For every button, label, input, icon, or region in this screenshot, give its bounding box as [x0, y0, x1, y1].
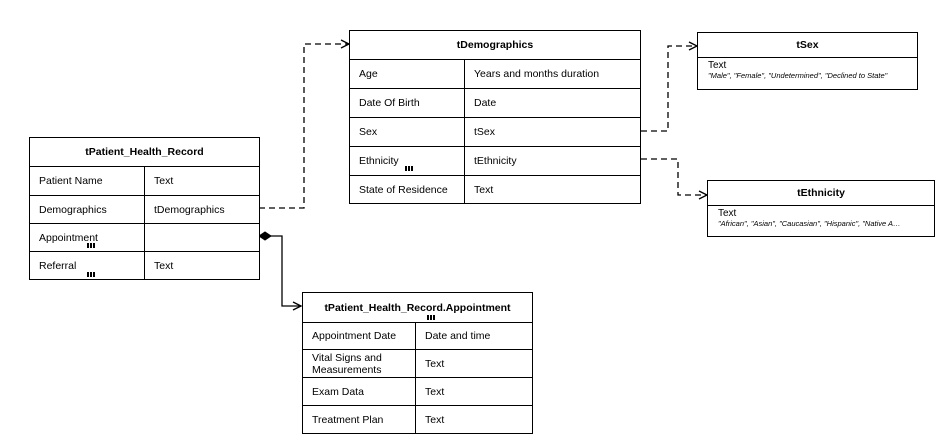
tethnicity-base-type: Text: [718, 208, 737, 219]
tsex-type-box: tSex Text "Male", "Female", "Undetermine…: [697, 32, 918, 90]
tsex-allowed-values: "Male", "Female", "Undetermined", "Decli…: [708, 71, 888, 80]
table-row: Appointment Date Date and time: [303, 323, 532, 350]
field-name: Sex: [350, 118, 465, 146]
field-name-wrap: Referral: [30, 252, 145, 280]
table-row: Treatment Plan Text: [303, 406, 532, 434]
multiplicity-icon: [427, 315, 435, 320]
table-row: Date Of Birth Date: [350, 89, 640, 118]
appointment-title-wrap: tPatient_Health_Record.Appointment: [303, 293, 532, 323]
link-demographics-to-tdemographics: [259, 44, 349, 209]
table-row: Vital Signs and Measurements Text: [303, 350, 532, 378]
tethnicity-title: tEthnicity: [708, 181, 934, 206]
link-sex-to-tsex: [641, 46, 697, 132]
table-row: Age Years and months duration: [350, 60, 640, 89]
field-type: Date and time: [425, 330, 491, 342]
composition-diamond-icon: [258, 231, 272, 241]
field-type: Text: [425, 357, 445, 370]
field-name: Referral: [39, 260, 77, 272]
field-type: Text: [425, 385, 445, 398]
patient-health-record-title: tPatient_Health_Record: [30, 138, 259, 167]
table-row: Sex tSex: [350, 118, 640, 147]
field-type: [145, 224, 154, 251]
multiplicity-icon: [87, 243, 95, 248]
field-type: Date: [474, 97, 497, 109]
table-row: Ethnicity tEthnicity: [350, 147, 640, 176]
table-row: Appointment: [30, 224, 259, 252]
field-name: Date Of Birth: [350, 89, 465, 117]
link-appointment-composition: [270, 235, 301, 306]
field-name: Appointment Date: [303, 323, 416, 349]
multiplicity-icon: [405, 166, 413, 171]
table-row: Exam Data Text: [303, 378, 532, 406]
field-type: Text: [154, 175, 174, 187]
tsex-base-type: Text: [708, 60, 727, 71]
field-name: State of Residence: [350, 176, 465, 204]
link-ethnicity-to-tethnicity: [641, 158, 707, 195]
field-type: Years and months duration: [474, 68, 600, 80]
field-name: Exam Data: [303, 378, 416, 405]
field-name: Appointment: [39, 231, 98, 244]
appointment-title: tPatient_Health_Record.Appointment: [324, 301, 511, 314]
demographics-table: tDemographics Age Years and months durat…: [349, 30, 641, 204]
field-name: Patient Name: [30, 167, 145, 195]
demographics-title: tDemographics: [350, 31, 640, 60]
field-name: Vital Signs and Measurements: [303, 350, 416, 377]
table-row: State of Residence Text: [350, 176, 640, 204]
field-name-wrap: Appointment: [30, 224, 145, 251]
field-type: Text: [154, 260, 174, 272]
field-type: tEthnicity: [474, 155, 517, 167]
table-row: Referral Text: [30, 252, 259, 280]
field-type: tDemographics: [154, 203, 225, 216]
field-name: Ethnicity: [359, 155, 399, 167]
tethnicity-type-box: tEthnicity Text "African", "Asian", "Cau…: [707, 180, 935, 237]
table-row: Patient Name Text: [30, 167, 259, 196]
patient-health-record-table: tPatient_Health_Record Patient Name Text…: [29, 137, 260, 280]
field-name: Treatment Plan: [303, 406, 416, 434]
field-type: Text: [425, 414, 445, 426]
multiplicity-icon: [87, 272, 95, 277]
field-name: Age: [350, 60, 465, 88]
appointment-table: tPatient_Health_Record.Appointment Appoi…: [302, 292, 533, 434]
field-type: Text: [474, 184, 494, 196]
field-type: tSex: [474, 126, 496, 138]
tsex-title: tSex: [698, 33, 917, 58]
field-name-wrap: Ethnicity: [350, 147, 465, 175]
tethnicity-allowed-values: "African", "Asian", "Caucasian", "Hispan…: [718, 219, 901, 228]
field-name: Demographics: [30, 196, 145, 223]
table-row: Demographics tDemographics: [30, 196, 259, 224]
